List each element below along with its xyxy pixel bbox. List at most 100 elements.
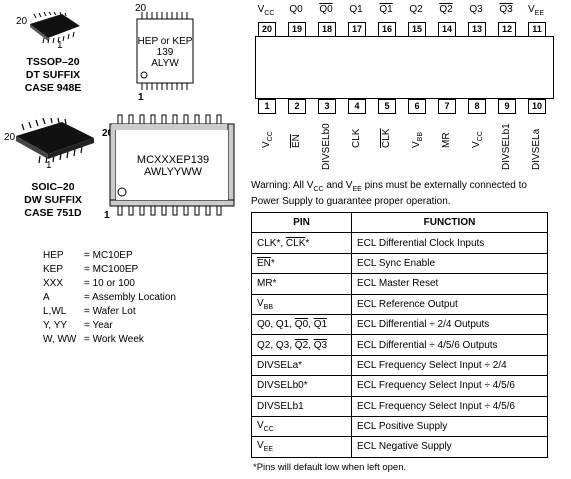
pin-name: DIVSELb1 (501, 123, 512, 170)
pin-subscript: EE (263, 446, 274, 454)
soic-package-label: SOIC–20 DW SUFFIX CASE 751D (8, 181, 98, 220)
legend-value: = Wafer Lot (84, 306, 136, 317)
warning-line-2: Power Supply to guarantee proper operati… (251, 196, 451, 207)
function-cell: ECL Positive Supply (351, 415, 548, 438)
legend-key: Y, YY (43, 320, 68, 331)
soic-pin-1-label: 1 (46, 160, 52, 171)
legend-key: A (43, 292, 50, 303)
pin-number-box: 10 (528, 99, 546, 114)
pin-name: MR (441, 132, 452, 148)
bottom-pin-label: CLK (381, 129, 392, 148)
top-pin-label: Q3 (462, 4, 490, 15)
pin-name: V (257, 4, 265, 15)
pin-cell: CLK*, CLK* (251, 232, 352, 254)
tssop-marking-line-1: HEP or KEP (137, 36, 193, 47)
pin-name: EN (291, 134, 302, 148)
pin-number-box: 8 (468, 99, 486, 114)
pin-text: Q0, Q1, (257, 319, 295, 331)
pin-text: , (308, 339, 314, 351)
pin-name: Q0 (289, 4, 303, 15)
tssop-pin-1-label: 1 (57, 40, 63, 51)
pin-cell: Q0, Q1, Q0, Q1 (251, 313, 352, 336)
soic-chip-icon (16, 118, 94, 164)
bottom-pin-label: DIVSELa (531, 129, 542, 170)
function-cell: ECL Reference Output (351, 293, 548, 315)
pin-name-subscript: EE (534, 10, 544, 17)
legend-key: L,WL (43, 306, 67, 317)
pin-text: * (270, 257, 275, 269)
pin-cell: VEE (251, 436, 352, 458)
table-row: DIVSELb0* ECL Frequency Select Input ÷ 4… (251, 375, 548, 397)
pin-name: V (527, 4, 535, 15)
pin-function-table: PIN FUNCTION CLK*, CLK* ECL Differential… (251, 211, 548, 458)
soic-suffix: DW SUFFIX (24, 194, 82, 206)
legend-row: HEP= MC10EP (43, 250, 133, 261)
pin-name: Q1 (379, 4, 393, 15)
table-row: Q2, Q3, Q2, Q3 ECL Differential ÷ 4/5/6 … (251, 334, 548, 356)
table-row: VCC ECL Positive Supply (251, 415, 548, 438)
pin-name: V (471, 141, 482, 148)
pin-number-box: 7 (438, 99, 456, 114)
table-row: CLK*, CLK* ECL Differential Clock Inputs (251, 232, 548, 254)
pin-number-box: 11 (528, 22, 546, 37)
table-row: DIVSELa* ECL Frequency Select Input ÷ 2/… (251, 354, 548, 377)
warning-text-3: pins must be externally connected to (361, 180, 527, 191)
legend-key: KEP (43, 264, 64, 275)
legend-key: W, WW (43, 334, 77, 345)
pin-cell: Q2, Q3, Q2, Q3 (251, 334, 352, 356)
pin-number-box: 20 (258, 22, 276, 37)
table-row: MR* ECL Master Reset (251, 273, 548, 295)
pin-column-header: PIN (251, 211, 352, 234)
pin-name-subscript: CC (267, 131, 274, 142)
top-pin-label: Q0 (282, 4, 310, 15)
pin-number-box: 18 (318, 22, 336, 37)
tssop-case: CASE 948E (24, 82, 82, 94)
pin-number-box: 1 (258, 99, 276, 114)
pin-text-inverted: Q1 (313, 319, 328, 331)
soic-marking-line-1: MCXXXEP139 (136, 154, 210, 166)
pin-number-box: 13 (468, 22, 486, 37)
pin-name: Q2 (409, 4, 423, 15)
pin-cell: VBB (251, 293, 352, 315)
pinout-body (255, 36, 554, 99)
top-pin-label: VEE (522, 4, 550, 17)
tssop-name: TSSOP–20 (26, 56, 80, 68)
top-pin-label: Q0 (312, 4, 340, 15)
bottom-pin-label: VCC (261, 131, 274, 148)
legend-value: = Work Week (84, 334, 144, 345)
top-pin-label: Q2 (432, 4, 460, 15)
tssop-marking-line-3: ALYW (151, 58, 179, 69)
soic-marking-outline (109, 114, 235, 216)
legend-value: = Year (84, 320, 113, 331)
top-pin-label: Q1 (372, 4, 400, 15)
pin-text-inverted: Q0 (294, 319, 309, 331)
tssop-marking-text: HEP or KEP 139 ALYW (137, 36, 193, 69)
pin-text-inverted: EN (257, 257, 271, 269)
warning-sub-2: EE (352, 186, 362, 193)
bottom-pin-label: CLK (351, 129, 362, 148)
table-row: Q0, Q1, Q0, Q1 ECL Differential ÷ 2/4 Ou… (251, 313, 548, 336)
pin-text: V (257, 420, 264, 432)
pin-name-subscript: CC (264, 10, 275, 17)
pin-text: V (257, 297, 264, 309)
tssop-marking-outline (136, 12, 194, 90)
pin-cell: EN* (251, 252, 352, 275)
pin-subscript: BB (263, 303, 274, 311)
pin-text-inverted: Q3 (313, 339, 328, 351)
pin-text-inverted: CLK (285, 237, 306, 249)
pin-name: CLK (351, 128, 362, 148)
tssop-pin-20-label: 20 (16, 16, 28, 27)
pin-cell: VCC (251, 415, 352, 438)
tssop-marking-pin-1: 1 (138, 92, 144, 103)
legend-row: KEP= MC100EP (43, 264, 138, 275)
footnote: *Pins will default low when left open. (253, 462, 407, 473)
pin-name: Q3 (499, 4, 513, 15)
legend-row: XXX= 10 or 100 (43, 278, 135, 289)
table-header-row: PIN FUNCTION (251, 211, 548, 234)
pin-text: CLK*, (257, 237, 286, 249)
pin-name: Q3 (469, 4, 483, 15)
bottom-pin-label: VBB (411, 132, 424, 148)
table-row: VEE ECL Negative Supply (251, 436, 548, 458)
pin-name-subscript: CC (477, 131, 484, 142)
pin-number-box: 4 (348, 99, 366, 114)
